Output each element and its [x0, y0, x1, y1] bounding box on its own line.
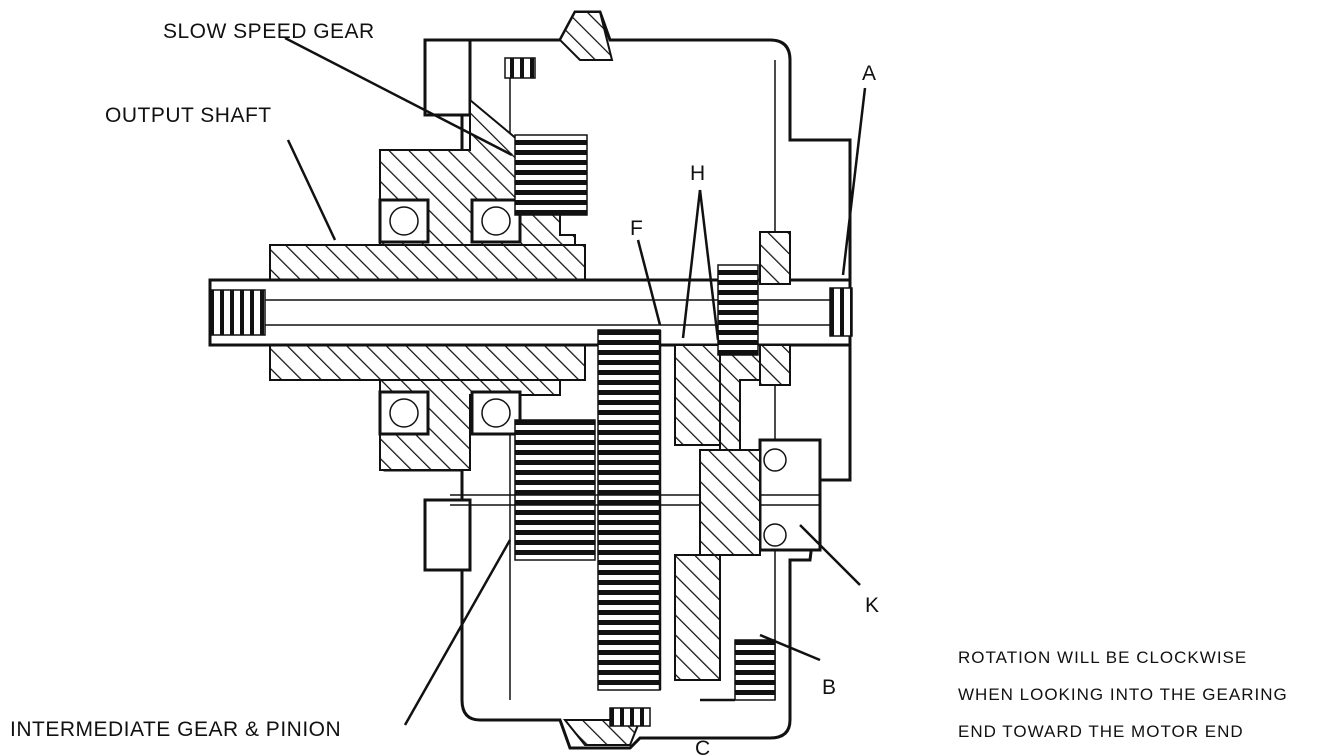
leader-lines: [284, 36, 867, 726]
note-line-3: END TOWARD THE MOTOR END: [958, 722, 1244, 741]
label-a: A: [862, 62, 877, 85]
label-slow-speed-gear: SLOW SPEED GEAR: [163, 20, 375, 43]
label-f: F: [630, 217, 643, 240]
gear-hubs: [674, 231, 791, 701]
label-intermediate-gear: INTERMEDIATE GEAR & PINION: [10, 718, 341, 741]
slow-speed-gear: [514, 134, 588, 216]
note-line-2: WHEN LOOKING INTO THE GEARING: [958, 685, 1288, 704]
label-k: K: [865, 594, 880, 617]
note-line-1: ROTATION WILL BE CLOCKWISE: [958, 648, 1247, 667]
output-shaft: [269, 244, 586, 381]
intermediate-gear: [450, 329, 820, 691]
label-b: B: [822, 676, 837, 699]
label-output-shaft: OUTPUT SHAFT: [105, 104, 272, 127]
label-c: C: [695, 737, 711, 755]
label-h: H: [690, 162, 706, 185]
